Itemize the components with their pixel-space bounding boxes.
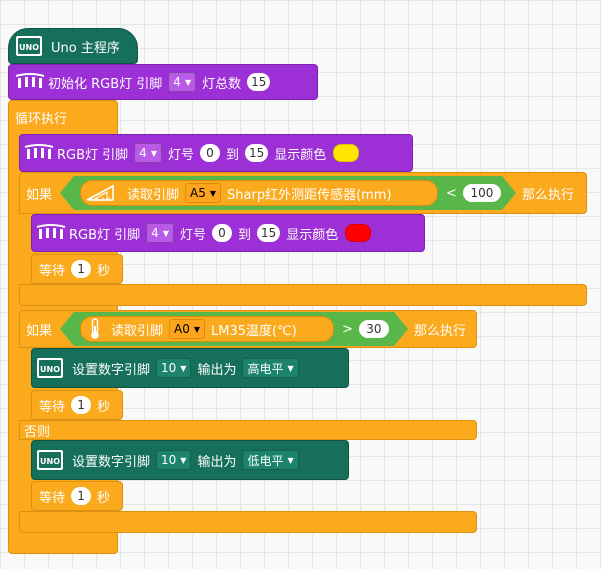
if2-operator[interactable]: > <box>342 321 353 337</box>
uno-board-icon: UNO <box>36 357 64 379</box>
main-program-title: Uno 主程序 <box>51 40 120 56</box>
led-strip-icon <box>36 223 66 243</box>
if1-then-label: 那么执行 <box>522 187 575 203</box>
if1-compare-block[interactable]: 读取引脚 A5▼ Sharp红外测距传感器(mm) < 100 <box>60 176 516 210</box>
wait1-value-input[interactable]: 1 <box>71 260 92 278</box>
wait2-value-input[interactable]: 1 <box>71 396 92 414</box>
rgb1-to-input[interactable]: 15 <box>245 144 269 162</box>
wait3-label: 等待 <box>39 490 66 506</box>
if2-value-input[interactable]: 30 <box>359 320 389 338</box>
wait-block-3[interactable]: 等待 1 秒 <box>31 481 123 511</box>
if1-value-input[interactable]: 100 <box>463 184 501 202</box>
wait1-label: 等待 <box>39 263 66 279</box>
wait2-unit: 秒 <box>97 399 111 415</box>
thermometer-icon <box>85 318 105 340</box>
digital2-label: 设置数字引脚 <box>72 454 151 470</box>
rgb2-label: RGB灯 引脚 <box>69 227 141 243</box>
ruler-icon <box>85 184 119 202</box>
if1-if-label: 如果 <box>26 187 53 203</box>
init-count-input[interactable]: 15 <box>247 73 271 91</box>
wait3-unit: 秒 <box>97 490 111 506</box>
rgb2-to-input[interactable]: 15 <box>257 224 281 242</box>
svg-text:UNO: UNO <box>40 365 60 374</box>
digital2-pin-dropdown[interactable]: 10▼ <box>156 450 192 470</box>
rgb2-show-label: 显示颜色 <box>286 227 339 243</box>
if1-read-label: 读取引脚 <box>127 187 180 203</box>
if1-pin-dropdown[interactable]: A5▼ <box>185 183 221 203</box>
if2-pin-dropdown[interactable]: A0▼ <box>169 319 205 339</box>
digital1-out-label: 输出为 <box>197 362 237 378</box>
digital2-level-dropdown[interactable]: 低电平▼ <box>242 450 299 470</box>
digital2-out-label: 输出为 <box>197 454 237 470</box>
init-rgb-block[interactable]: 初始化 RGB灯 引脚 4▼ 灯总数 15 <box>8 64 318 100</box>
rgb2-color-picker[interactable] <box>345 224 372 242</box>
digital1-pin-dropdown[interactable]: 10▼ <box>156 358 192 378</box>
init-pin-dropdown[interactable]: 4▼ <box>168 72 197 92</box>
rgb2-to-label: 到 <box>237 227 251 243</box>
if2-read-label: 读取引脚 <box>111 323 164 339</box>
rgb-set-color-block-1[interactable]: RGB灯 引脚 4▼ 灯号 0 到 15 显示颜色 <box>19 134 413 172</box>
rgb1-num-label: 灯号 <box>167 147 194 163</box>
init-count-label: 灯总数 <box>202 76 242 92</box>
uno-board-icon: UNO <box>36 449 64 471</box>
digital1-label: 设置数字引脚 <box>72 362 151 378</box>
if2-else-label: 否则 <box>24 424 51 440</box>
wait3-value-input[interactable]: 1 <box>71 487 92 505</box>
svg-text:UNO: UNO <box>40 457 60 466</box>
rgb-set-color-block-2[interactable]: RGB灯 引脚 4▼ 灯号 0 到 15 显示颜色 <box>31 214 425 252</box>
main-program-block[interactable]: UNO Uno 主程序 <box>8 28 138 64</box>
set-digital-pin-block-1[interactable]: UNO 设置数字引脚 10▼ 输出为 高电平▼ <box>31 348 349 388</box>
init-rgb-label: 初始化 RGB灯 引脚 <box>48 76 163 92</box>
led-strip-icon <box>24 143 54 163</box>
if1-sensor-read-block[interactable]: 读取引脚 A5▼ Sharp红外测距传感器(mm) <box>80 180 438 206</box>
if2-else-bar[interactable] <box>19 420 477 440</box>
uno-board-icon: UNO <box>15 35 43 57</box>
svg-text:UNO: UNO <box>19 43 39 52</box>
if1-sensor-label: Sharp红外测距传感器(mm) <box>227 187 392 203</box>
digital1-level-dropdown[interactable]: 高电平▼ <box>242 358 299 378</box>
set-digital-pin-block-2[interactable]: UNO 设置数字引脚 10▼ 输出为 低电平▼ <box>31 440 349 480</box>
rgb2-pin-dropdown[interactable]: 4▼ <box>146 223 174 243</box>
led-strip-icon <box>15 72 45 92</box>
rgb2-from-input[interactable]: 0 <box>211 224 232 242</box>
loop-label: 循环执行 <box>15 111 68 127</box>
wait2-label: 等待 <box>39 399 66 415</box>
if2-compare-block[interactable]: 读取引脚 A0▼ LM35温度(℃) > 30 <box>60 312 408 346</box>
rgb1-show-label: 显示颜色 <box>274 147 327 163</box>
rgb2-num-label: 灯号 <box>179 227 206 243</box>
rgb1-to-label: 到 <box>225 147 239 163</box>
wait-block-1[interactable]: 等待 1 秒 <box>31 254 123 284</box>
wait1-unit: 秒 <box>97 263 111 279</box>
if1-block-bottom[interactable] <box>19 284 587 306</box>
rgb1-color-picker[interactable] <box>333 144 360 162</box>
rgb1-pin-dropdown[interactable]: 4▼ <box>134 143 162 163</box>
wait-block-2[interactable]: 等待 1 秒 <box>31 390 123 420</box>
if2-if-label: 如果 <box>26 323 53 339</box>
if2-sensor-label: LM35温度(℃) <box>211 323 297 339</box>
if1-operator[interactable]: < <box>446 185 457 201</box>
rgb1-from-input[interactable]: 0 <box>199 144 220 162</box>
if2-sensor-read-block[interactable]: 读取引脚 A0▼ LM35温度(℃) <box>80 316 334 342</box>
if2-then-label: 那么执行 <box>414 323 467 339</box>
rgb1-label: RGB灯 引脚 <box>57 147 129 163</box>
if2-block-bottom[interactable] <box>19 511 477 533</box>
